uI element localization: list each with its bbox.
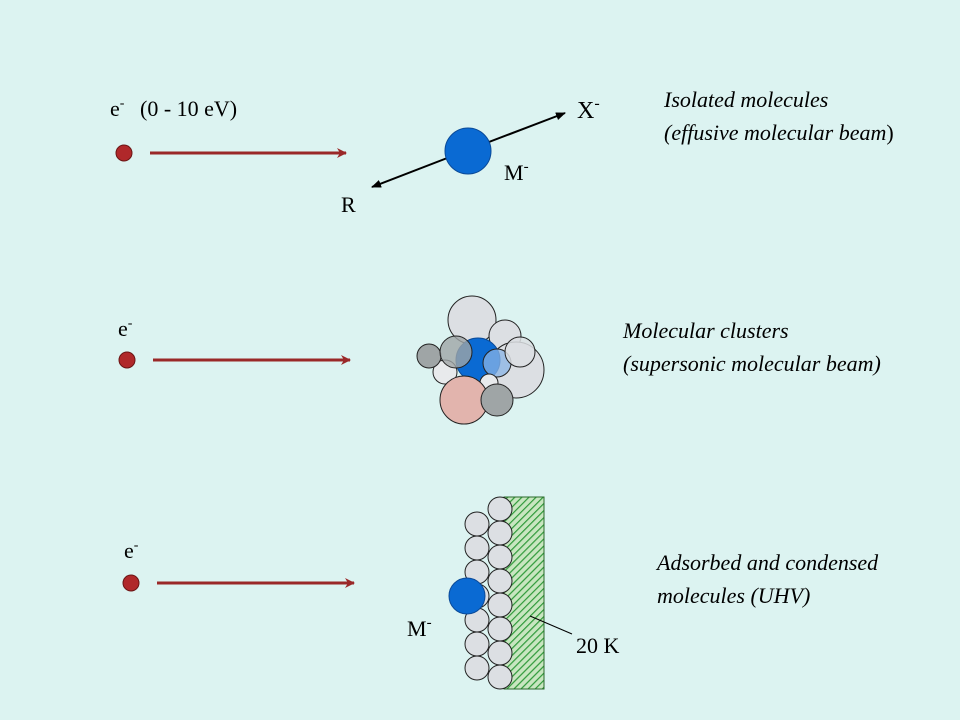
top-panel: e- (0 - 10 eV) X- R M- Isolated molecule…: [110, 87, 894, 217]
condensed-film: [464, 496, 513, 690]
film-molecule: [487, 640, 513, 666]
x-fragment-label: X-: [577, 95, 600, 124]
film-molecule: [487, 544, 513, 570]
film-molecule: [487, 568, 513, 594]
condensed-caption-line1: Adsorbed and condensed: [655, 550, 879, 575]
top-molecule: [444, 127, 492, 175]
film-molecule: [487, 520, 513, 546]
top-electron-label: e-: [110, 96, 125, 121]
top-electron: [115, 144, 133, 162]
isolated-caption-line1: Isolated molecules: [663, 87, 828, 112]
cluster-molecule: [480, 383, 514, 417]
middle-panel: e- Molecular clusters (supersonic molecu…: [118, 295, 881, 425]
bottom-electron-label: e-: [124, 538, 139, 563]
r-fragment-label: R: [341, 192, 356, 217]
film-molecule: [464, 535, 490, 561]
cluster-caption-line2: (supersonic molecular beam): [623, 351, 881, 376]
temperature-leader-line: [529, 615, 573, 635]
film-molecule: [464, 511, 490, 537]
cluster-molecule: [416, 343, 442, 369]
bottom-electron: [122, 574, 140, 592]
middle-electron-label: e-: [118, 316, 133, 341]
molecular-cluster: [416, 295, 545, 425]
film-molecule: [464, 655, 490, 681]
film-molecule: [487, 592, 513, 618]
cluster-caption-line1: Molecular clusters: [622, 318, 789, 343]
electron-energy-label: (0 - 10 eV): [140, 96, 237, 121]
bottom-anion-label: M-: [407, 615, 432, 641]
bottom-panel: e- M- 20 K Adsorbed and condensed molecu…: [122, 496, 879, 690]
cluster-molecule: [504, 336, 536, 368]
film-molecule: [487, 616, 513, 642]
middle-electron: [118, 351, 136, 369]
film-molecule: [487, 664, 513, 690]
cluster-molecule: [439, 335, 473, 369]
isolated-caption-line2: (effusive molecular beam): [664, 120, 894, 145]
condensed-caption-line2: molecules (UHV): [657, 583, 810, 608]
film-molecule: [464, 631, 490, 657]
temperature-label: 20 K: [576, 633, 620, 658]
top-anion-label: M-: [504, 159, 529, 185]
film-molecule: [487, 496, 513, 522]
bottom-molecule: [448, 577, 486, 615]
